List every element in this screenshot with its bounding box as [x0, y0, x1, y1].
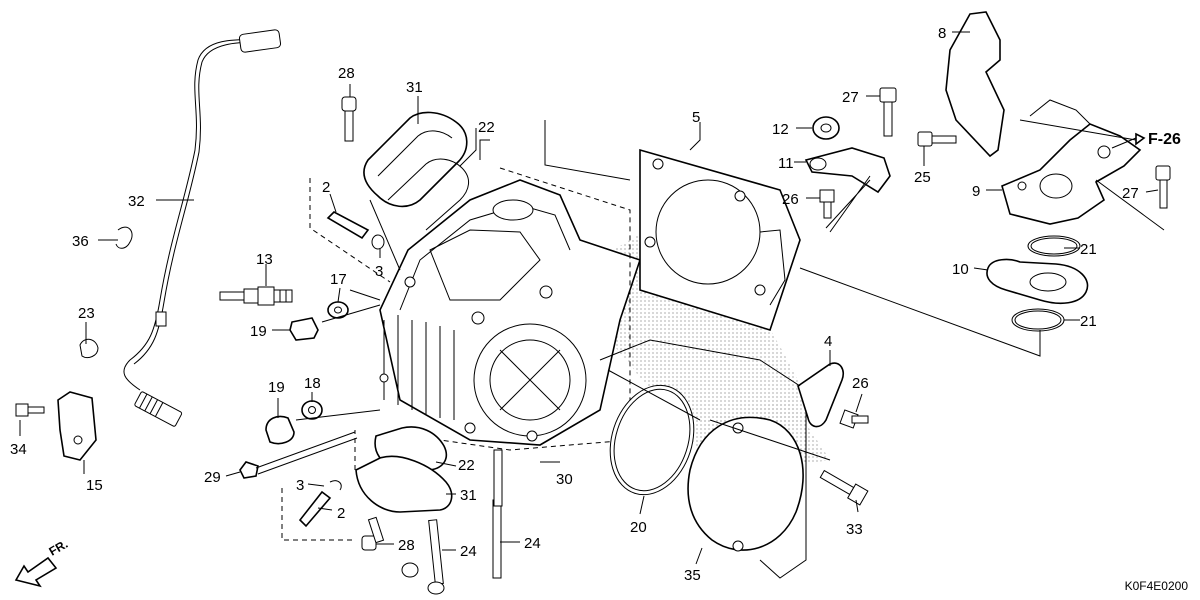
stud-24-c	[493, 449, 503, 507]
rubber-mount-12	[812, 116, 840, 140]
valve-cover-upper	[363, 111, 468, 208]
front-direction-arrow: FR.	[14, 537, 71, 588]
callout-label: 29	[204, 469, 221, 486]
side-cover-35	[687, 416, 804, 552]
callout-label: 2	[322, 179, 330, 196]
callout-label: 4	[824, 333, 832, 350]
bolt-25	[917, 131, 957, 147]
callout-label: 31	[406, 79, 423, 96]
valve-guide-lower	[298, 480, 342, 528]
callout-label: 9	[972, 183, 980, 200]
callout-label: 30	[556, 471, 573, 488]
valve-guide-upper	[326, 211, 385, 250]
sensor-bracket	[15, 338, 99, 461]
callout-label: 22	[458, 457, 475, 474]
assembly-box-head	[439, 167, 631, 451]
gasket-upper	[387, 158, 469, 231]
bolt-26-upper	[819, 189, 835, 219]
plate-4	[797, 362, 845, 428]
long-bolt-29	[239, 431, 358, 479]
bolt-28-upper	[341, 96, 357, 142]
callout-label: 27	[1122, 185, 1139, 202]
assembly-lines	[295, 119, 1165, 579]
callout-label: 28	[398, 537, 415, 554]
bolt-27-upper	[879, 87, 897, 137]
cap-nut-upper	[289, 317, 319, 341]
assembly-box-left	[281, 178, 391, 541]
callout-label: 26	[782, 191, 799, 208]
callout-leaders	[19, 31, 1159, 565]
callout-label: 28	[338, 65, 355, 82]
callout-label: 13	[256, 251, 273, 268]
callout-label: 32	[128, 193, 145, 210]
plate-11	[804, 147, 891, 194]
callout-label: 3	[296, 477, 304, 494]
callout-label: 34	[10, 441, 27, 458]
bolt-28-lower	[361, 516, 385, 551]
callout-label: 24	[460, 543, 477, 560]
cylinder-head	[379, 179, 642, 446]
callout-label: 25	[914, 169, 931, 186]
callout-label: 2	[337, 505, 345, 522]
reference-arrow: F-26	[1111, 131, 1181, 149]
callout-label: 17	[330, 271, 347, 288]
insulator-10	[986, 258, 1089, 305]
callout-label: 18	[304, 375, 321, 392]
stud-24-a	[428, 519, 444, 585]
callout-label: 19	[250, 323, 267, 340]
bolt-27-right	[1155, 165, 1171, 209]
callout-label: 10	[952, 261, 969, 278]
diagram-code: K0F4E0200	[1125, 579, 1189, 593]
callout-label: 21	[1080, 313, 1097, 330]
bolt-33	[819, 469, 869, 506]
callout-labels: 2 2 3 3 4 5 8 9 10 11 12 13 15 17 18 19 …	[10, 25, 1139, 584]
manifold-9	[1001, 99, 1142, 225]
wire-clip	[115, 226, 133, 249]
callout-label: 11	[778, 155, 794, 172]
cap-nut-lower	[265, 415, 295, 445]
callout-label: 35	[684, 567, 701, 584]
callout-label: 26	[852, 375, 869, 392]
oxygen-sensor	[123, 29, 282, 427]
cylinder-gasket	[639, 148, 801, 331]
callout-label: 19	[268, 379, 285, 396]
callout-label: 21	[1080, 241, 1097, 258]
callout-label: 15	[86, 477, 103, 494]
cover-8	[945, 11, 1005, 158]
callout-label: 27	[842, 89, 859, 106]
callout-label: 12	[772, 121, 789, 138]
reference-label: F-26	[1148, 131, 1181, 148]
callout-label: 5	[692, 109, 700, 126]
leader-plate-11	[825, 175, 871, 233]
callout-label: 20	[630, 519, 647, 536]
washer-bottom	[401, 562, 419, 578]
callout-label: 23	[78, 305, 95, 322]
bolt-26-lower	[839, 409, 869, 429]
callout-label: 24	[524, 535, 541, 552]
callout-label: 31	[460, 487, 477, 504]
callout-label: 36	[72, 233, 89, 250]
spark-plug	[219, 286, 293, 306]
valve-cover-lower	[355, 455, 453, 513]
callout-label: 22	[478, 119, 495, 136]
callout-label: 33	[846, 521, 863, 538]
callout-label: 8	[938, 25, 946, 42]
direction-label: FR.	[47, 537, 71, 559]
callout-label: 3	[375, 263, 383, 280]
stud-24-b	[492, 499, 502, 579]
